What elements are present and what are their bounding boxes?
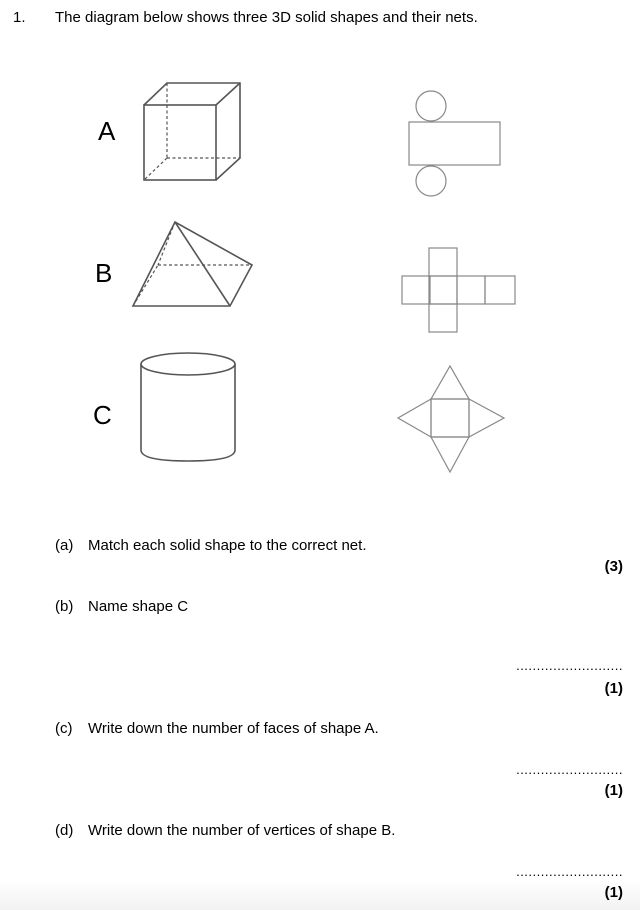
question-number: 1. <box>13 9 26 26</box>
cylinder-figure <box>140 352 236 462</box>
part-b-label: (b) <box>55 598 74 615</box>
part-c: (c) Write down the number of faces of sha… <box>55 720 379 737</box>
shape-c-label: C <box>93 400 112 430</box>
question-intro: The diagram below shows three 3D solid s… <box>55 9 478 26</box>
part-a-marks: (3) <box>604 558 623 575</box>
part-d-label: (d) <box>55 822 74 839</box>
part-a: (a) Match each solid shape to the correct… <box>55 537 367 554</box>
part-d-answer-line[interactable]: .......................... <box>516 864 623 879</box>
pyramid-net-figure <box>396 364 506 474</box>
part-c-label: (c) <box>55 720 73 737</box>
part-c-text: Write down the number of faces of shape … <box>88 720 379 737</box>
part-c-answer-line[interactable]: .......................... <box>516 762 623 777</box>
cylinder-net-figure <box>408 90 501 197</box>
pyramid-figure <box>131 220 254 307</box>
part-b-text: Name shape C <box>88 598 189 615</box>
shape-a-label: A <box>98 116 116 146</box>
footer-shade <box>0 880 640 910</box>
part-c-marks: (1) <box>604 782 623 799</box>
part-a-text: Match each solid shape to the correct ne… <box>88 537 367 554</box>
part-d: (d) Write down the number of vertices of … <box>55 822 395 839</box>
cube-net-figure <box>401 247 516 333</box>
part-d-text: Write down the number of vertices of sha… <box>88 822 396 839</box>
part-d-marks: (1) <box>604 884 623 901</box>
shape-b-label: B <box>95 258 113 288</box>
part-b: (b) Name shape C <box>55 598 188 615</box>
part-b-answer-line[interactable]: .......................... <box>516 658 623 673</box>
part-a-label: (a) <box>55 537 74 554</box>
part-b-marks: (1) <box>604 680 623 697</box>
cube-figure <box>143 82 241 181</box>
